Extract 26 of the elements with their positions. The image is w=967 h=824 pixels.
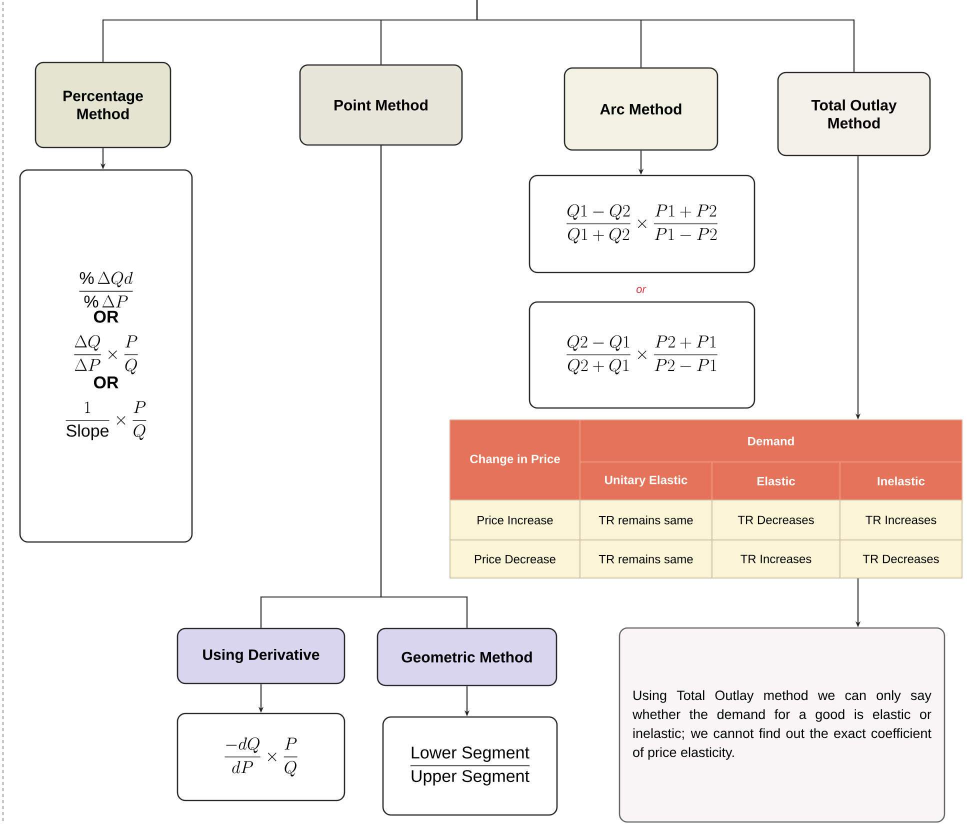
table-cell: TR Increases — [840, 500, 962, 540]
header-cell: Unitary Elastic — [580, 462, 712, 500]
header-cell: Inelastic — [840, 462, 962, 500]
formula-box: $\frac{Q1-Q2}{Q1+Q2}\times\frac{P1+P2}{P1-P2}$ — [528, 174, 756, 274]
method-box: Using Derivative — [176, 628, 346, 684]
method-box: Point Method — [299, 64, 463, 146]
note-box: Using Total Outlay method we can only say whether the demand for a good is elastic or inelastic; we cannot find out the exact coefficient of price elasticity. — [618, 627, 946, 823]
method-box: Arc Method — [564, 67, 718, 151]
table-cell: TR Decreases — [712, 500, 840, 540]
table-cell: TR Increases — [712, 540, 840, 578]
table-cell: TR Decreases — [840, 540, 962, 578]
formula-box: $\frac{Q2-Q1}{Q2+Q1}\times\frac{P2+P1}{P2-P1}$ — [528, 301, 756, 409]
formula-box: $\frac{\mathrm{Lower\ Segment}}{\mathrm{Upper\ Segment}}$ — [382, 716, 558, 816]
formula-box: $\frac{\%\,\Delta Qd}{\%\,\Delta P}$ OR $\frac{\Delta Q}{\Delta P}\times\frac{P}{Q}$ OR $\frac{1}{\mathrm{Slope}}\times\frac{P}{Q}$ — [19, 169, 193, 543]
table-cell: TR remains same — [580, 500, 712, 540]
method-box: Percentage Method — [34, 62, 172, 148]
table-cell: TR remains same — [580, 540, 712, 578]
elasticity-table — [450, 420, 962, 578]
table-cell: Price Increase — [450, 500, 580, 540]
table-cell: Price Decrease — [450, 540, 580, 578]
header-cell: Change in Price — [450, 420, 580, 500]
method-box: Geometric Method — [376, 628, 558, 686]
method-box: Total Outlay Method — [777, 72, 931, 156]
header-cell: Elastic — [712, 462, 840, 500]
formula-box: $\frac{-dQ}{dP}\times\frac{P}{Q}$ — [176, 712, 346, 802]
or-label: or — [636, 287, 646, 293]
